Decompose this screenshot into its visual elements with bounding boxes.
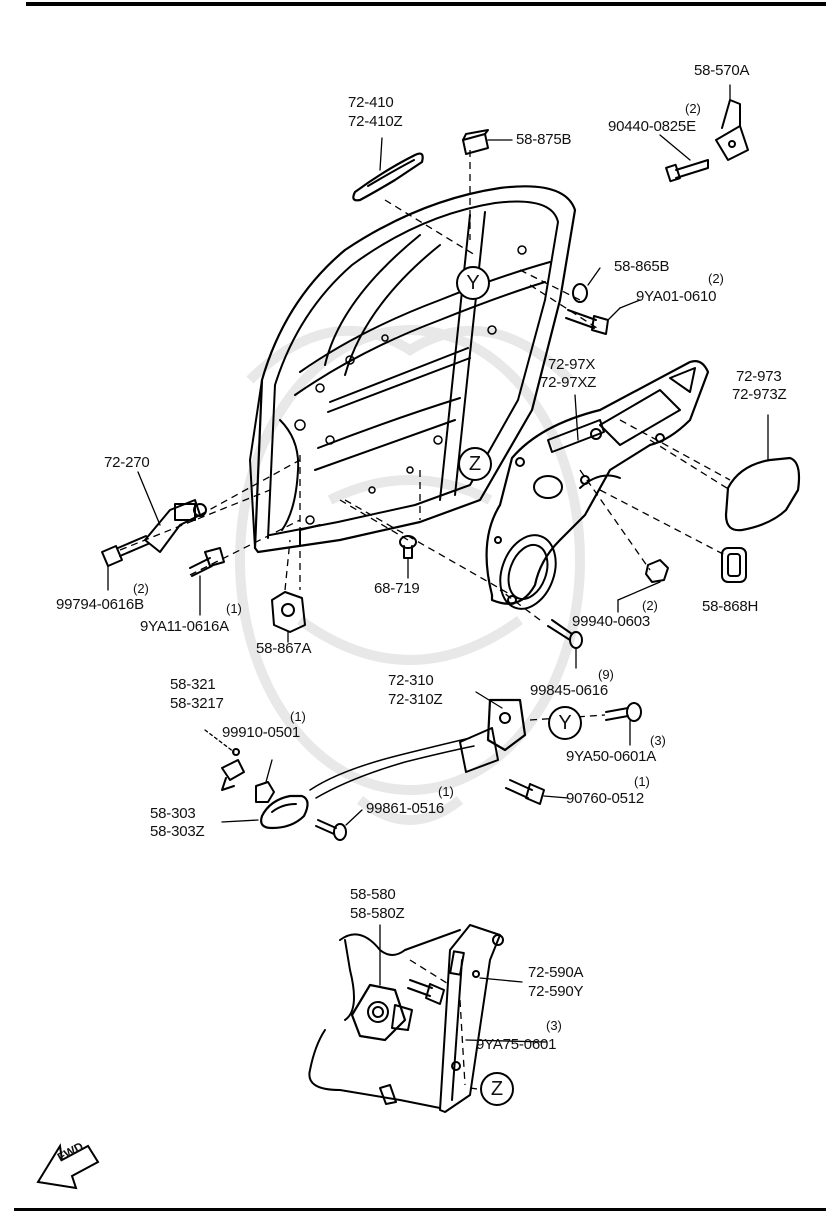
door-holes xyxy=(294,245,527,525)
qty-99845-0616: (9) xyxy=(598,667,614,682)
label-9ya11-0616a: 9YA11-0616A xyxy=(140,618,229,635)
qty-99910-0501: (1) xyxy=(290,709,306,724)
label-90760-0512: 90760-0512 xyxy=(566,790,645,807)
label-72-310: 72-310 xyxy=(388,672,434,689)
bolt-9ya50-0601a xyxy=(605,702,642,746)
label-9ya01-0610: 9YA01-0610 xyxy=(636,288,717,305)
label-58-865b: 58-865B xyxy=(614,258,670,275)
outer-door-handle xyxy=(352,137,424,202)
label-58-580: 58-580 xyxy=(350,886,396,903)
grommet-58-868h xyxy=(721,547,747,583)
lock-cable xyxy=(309,737,475,799)
nut-99940-0603 xyxy=(617,559,669,613)
label-72-973: 72-973 xyxy=(736,368,782,385)
qty-9ya01-0610: (2) xyxy=(708,271,724,286)
top-border-rule xyxy=(26,2,826,6)
bolt-9ya01-0610 xyxy=(565,299,641,335)
label-58-303z: 58-303Z xyxy=(150,823,205,840)
bolt-9ya11-0616a xyxy=(189,547,225,616)
qty-90760-0512: (1) xyxy=(634,774,650,789)
label-99940-0603: 99940-0603 xyxy=(572,613,651,630)
qty-9ya50-0601a: (3) xyxy=(650,733,666,748)
screw-99845-0616 xyxy=(547,619,583,669)
callout-z-lower: Z xyxy=(480,1072,514,1106)
watermark-emblem xyxy=(235,325,585,825)
label-72-310z: 72-310Z xyxy=(388,691,443,708)
label-72-590a: 72-590A xyxy=(528,964,584,981)
bolt-90440-0825e xyxy=(659,134,709,183)
label-58-867a: 58-867A xyxy=(256,640,312,657)
qty-99940-0603: (2) xyxy=(642,598,658,613)
door-lock-72-310 xyxy=(459,691,527,773)
callout-y-upper: Y xyxy=(456,266,490,300)
door-check-72-270 xyxy=(137,471,207,553)
label-72-973z: 72-973Z xyxy=(732,386,787,403)
label-58-875b: 58-875B xyxy=(516,131,572,148)
qty-9ya75-0601: (3) xyxy=(546,1018,562,1033)
bolt-9ya75-0601 xyxy=(451,1039,547,1071)
door-shell xyxy=(249,185,577,554)
striker-58-867a xyxy=(271,591,306,643)
qty-99861-0516: (1) xyxy=(438,784,454,799)
label-99794-0616b: 99794-0616B xyxy=(56,596,144,613)
label-72-97xz: 72-97XZ xyxy=(540,374,597,391)
module-carrier-panel xyxy=(485,360,710,610)
label-58-303: 58-303 xyxy=(150,805,196,822)
trim-cover-72-973 xyxy=(724,414,801,532)
regulator-motor xyxy=(350,924,413,1042)
bottom-border-rule xyxy=(14,1208,826,1211)
label-58-321: 58-321 xyxy=(170,676,216,693)
callout-y-lower: Y xyxy=(548,706,582,740)
screw-99861-0516 xyxy=(315,809,363,841)
label-72-410z: 72-410Z xyxy=(348,113,403,130)
label-90440-0825e: 90440-0825E xyxy=(608,118,696,135)
qty-99794-0616b: (2) xyxy=(133,581,149,596)
window-regulator-58-580 xyxy=(308,924,504,1113)
callout-z-upper: Z xyxy=(458,447,492,481)
bracket-58-570a xyxy=(715,84,749,161)
pad-58-875b xyxy=(462,129,513,155)
rod-clip-58-321 xyxy=(204,729,245,791)
label-72-270: 72-270 xyxy=(104,454,150,471)
label-72-97x: 72-97X xyxy=(548,356,596,373)
bolt-72-590a xyxy=(407,970,523,1005)
label-9ya75-0601: 9YA75-0601 xyxy=(476,1036,557,1053)
fwd-arrow xyxy=(36,1143,100,1190)
label-58-580z: 58-580Z xyxy=(350,905,405,922)
label-68-719: 68-719 xyxy=(374,580,420,597)
plug-58-865b xyxy=(572,267,601,303)
label-58-570a: 58-570A xyxy=(694,62,750,79)
qty-9ya11-0616a: (1) xyxy=(226,601,242,616)
label-99861-0516: 99861-0516 xyxy=(366,800,445,817)
bolt-90760-0512 xyxy=(505,779,569,805)
nut-99910-0501 xyxy=(255,759,275,803)
label-99845-0616: 99845-0616 xyxy=(530,682,609,699)
label-99910-0501: 99910-0501 xyxy=(222,724,301,741)
assembly-guide-lines xyxy=(119,150,731,1091)
inner-handle-58-303 xyxy=(221,794,309,830)
label-72-590y: 72-590Y xyxy=(528,983,584,1000)
bolt-99794-0616b xyxy=(101,535,149,591)
qty-90440-0825e: (2) xyxy=(685,101,701,116)
label-58-868h: 58-868H xyxy=(702,598,759,615)
label-9ya50-0601a: 9YA50-0601A xyxy=(566,748,657,765)
label-58-3217: 58-3217 xyxy=(170,695,224,712)
label-72-410: 72-410 xyxy=(348,94,394,111)
clip-68-719 xyxy=(399,535,417,579)
